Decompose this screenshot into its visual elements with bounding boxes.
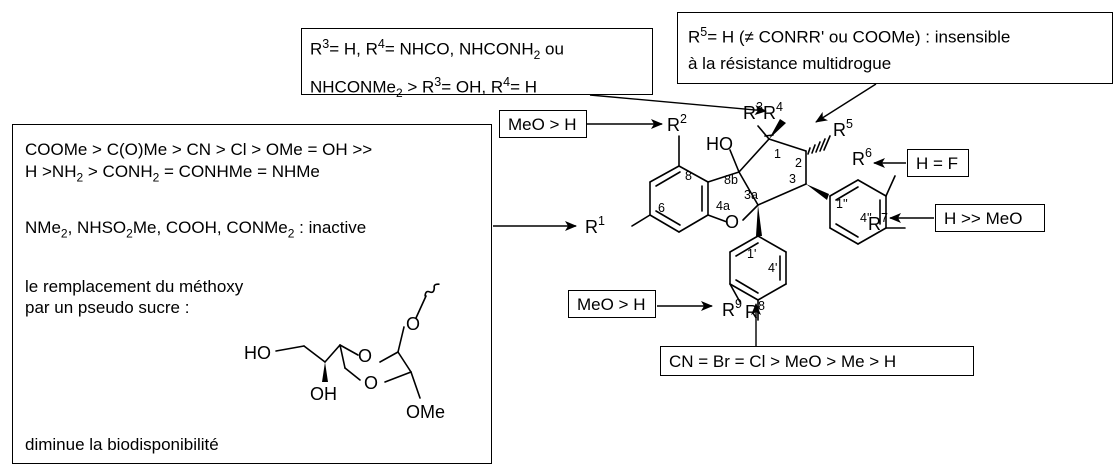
locant-c3: 3 [789,172,796,186]
sugar-label-ome: OMe [406,402,445,422]
note-r8: CN = Br = Cl > MeO > Me > H [660,346,974,376]
label-r8: R8 [745,299,765,322]
note-r9-text: MeO > H [577,295,646,314]
note-r3-r4-line2: NHCONMe2 > R3= OH, R4= H [310,75,538,101]
note-r1-line2: H >NH2 > CONH2 = CONHMe = NHMe [25,162,320,185]
note-r9: MeO > H [568,290,656,318]
bond-c1-r3 [757,125,770,140]
sugar-label-o2: O [358,346,372,366]
hashed-bond-c2-r5 [807,135,831,155]
note-r2-text: MeO > H [508,115,577,134]
sugar-label-oh: OH [310,384,337,404]
note-r1-line4: le remplacement du méthoxy [25,276,244,296]
note-r5: R5= H (≠ CONRR' ou COOMe) : insensible à… [677,12,1113,84]
bond-c1-c2 [768,138,807,152]
bond-c3-c3a [757,183,807,206]
label-r5: R5 [833,117,853,140]
locant-c4pp: 4'' [860,211,872,225]
label-r1: R1 [585,214,605,237]
note-r6: H = F [907,149,969,177]
label-r3-r4: R3R4 [743,100,783,123]
note-r1-line1: COOMe > C(O)Me > CN > Cl > OMe = OH >> [25,140,373,159]
bond-c8b-c3a [738,171,759,206]
bond-o-c4a [707,214,728,223]
locant-c8: 8 [685,169,692,183]
wedge-c3-aryl [806,184,829,200]
note-r7: H >> MeO [935,204,1045,232]
note-r5-line2: à la résistance multidrogue [688,53,892,73]
bond-aryl-r9 [729,283,741,303]
label-r6: R6 [852,146,872,169]
locant-c4p: 4' [768,261,777,275]
note-r3-r4: R3= H, R4= NHCO, NHCONH2 ou NHCONMe2 > R… [301,28,653,100]
wedge-c3a-aryl [756,205,762,236]
locant-c4a: 4a [716,199,730,213]
label-hydroxyl: HO [706,134,733,154]
locant-c1p: 1' [747,247,756,261]
bond-c8b-c1 [738,138,770,173]
aryl-ring-r6-r7 [829,179,887,245]
locant-c3a: 3a [744,188,758,202]
note-r1-line6: diminue la biodisponibilité [25,435,219,454]
bond-c8b-oh [729,149,740,173]
note-r8-text: CN = Br = Cl > MeO > Me > H [669,352,897,371]
note-r1-line5: par un pseudo sucre : [25,297,190,317]
note-r2: MeO > H [499,110,587,138]
bond-c3a-o [742,204,759,221]
structure-diagram: R1 R2 HO O R3R4 R5 R6 R7 R8 R9 8 8b 1 2 … [244,83,934,422]
pseudo-sugar-structure [275,283,440,399]
bond-aryl-r6 [885,175,896,197]
locant-c8b: 8b [724,173,738,187]
benzofuran-aromatic-ring [649,165,709,233]
locant-c2: 2 [795,156,802,170]
sugar-wedge [322,362,328,382]
arrow-r5 [815,83,877,123]
note-r1: COOMe > C(O)Me > CN > Cl > OMe = OH >> H… [12,124,492,464]
note-r3-r4-line1: R3= H, R4= NHCO, NHCONH2 ou [310,37,564,63]
sugar-label-o3: O [364,373,378,393]
arrow-r3-r4 [589,94,767,115]
sugar-label-o1: O [406,314,420,334]
note-r7-text: H >> MeO [944,209,1023,228]
note-r5-line1: R5= H (≠ CONRR' ou COOMe) : insensible [688,25,1011,47]
sugar-label-ho: HO [244,343,271,363]
label-r7: R7 [868,211,888,234]
bond-c6-r1 [631,214,651,227]
wedge-c1-r4 [769,119,786,139]
bond-c8a-c8b [707,171,740,183]
locant-c1pp: 1'' [836,197,848,211]
note-r1-line3: NMe2, NHSO2Me, COOH, CONMe2 : inactive [25,218,367,241]
label-r2: R2 [667,112,687,135]
note-r6-text: H = F [916,154,959,173]
label-r9: R9 [722,297,742,320]
locant-c6: 6 [658,201,665,215]
locant-c1: 1 [774,147,781,161]
label-ring-oxygen: O [725,212,739,232]
aryl-ring-r8-r9 [729,235,787,301]
